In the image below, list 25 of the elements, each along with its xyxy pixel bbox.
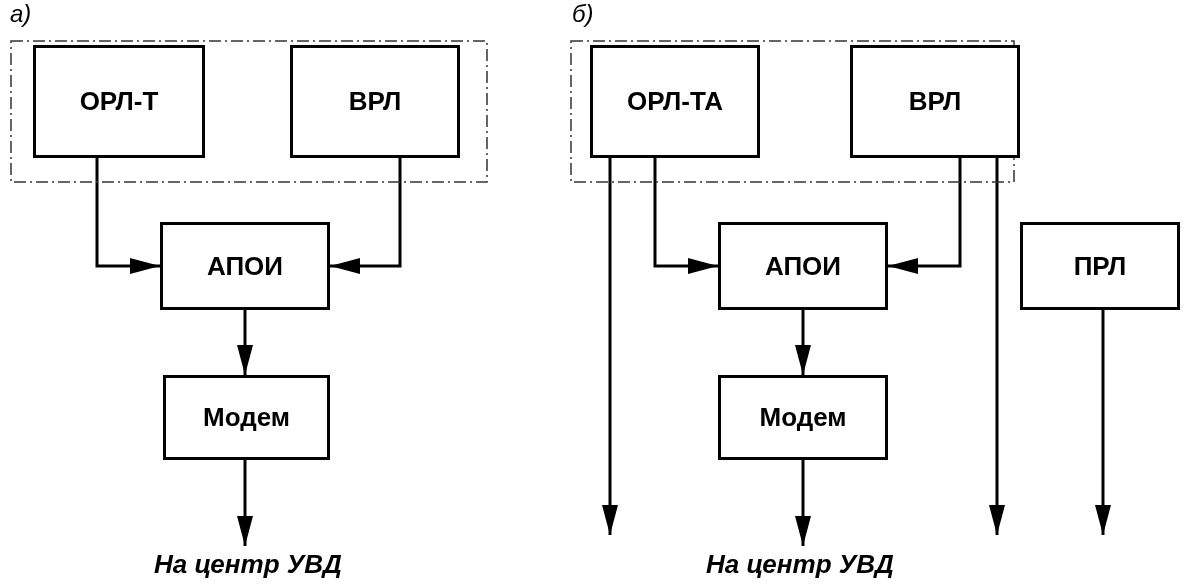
block-box: ПРЛ	[1020, 222, 1180, 310]
arrow	[989, 158, 1005, 535]
block-box: ВРЛ	[850, 45, 1020, 158]
block-box: Модем	[163, 375, 330, 460]
block-box: ВРЛ	[290, 45, 460, 158]
block-box: ОРЛ-Т	[33, 45, 205, 158]
panel-label: а)	[10, 2, 32, 26]
arrow	[237, 460, 253, 546]
arrow	[1095, 310, 1111, 535]
destination-label: На центр УВД	[130, 546, 366, 582]
block-box: АПОИ	[718, 222, 888, 310]
destination-label: На центр УВД	[680, 546, 920, 582]
arrow	[95, 158, 160, 274]
arrow	[602, 158, 618, 535]
arrow	[237, 310, 253, 375]
block-box: АПОИ	[160, 222, 330, 310]
arrow	[330, 158, 402, 274]
arrow	[795, 460, 811, 546]
arrow	[795, 310, 811, 375]
panel-label: б)	[572, 2, 594, 26]
block-box: ОРЛ-ТА	[590, 45, 760, 158]
dash-dot-group-frame	[10, 40, 488, 183]
block-box: Модем	[718, 375, 888, 460]
arrow	[888, 158, 962, 274]
arrow	[653, 158, 718, 274]
